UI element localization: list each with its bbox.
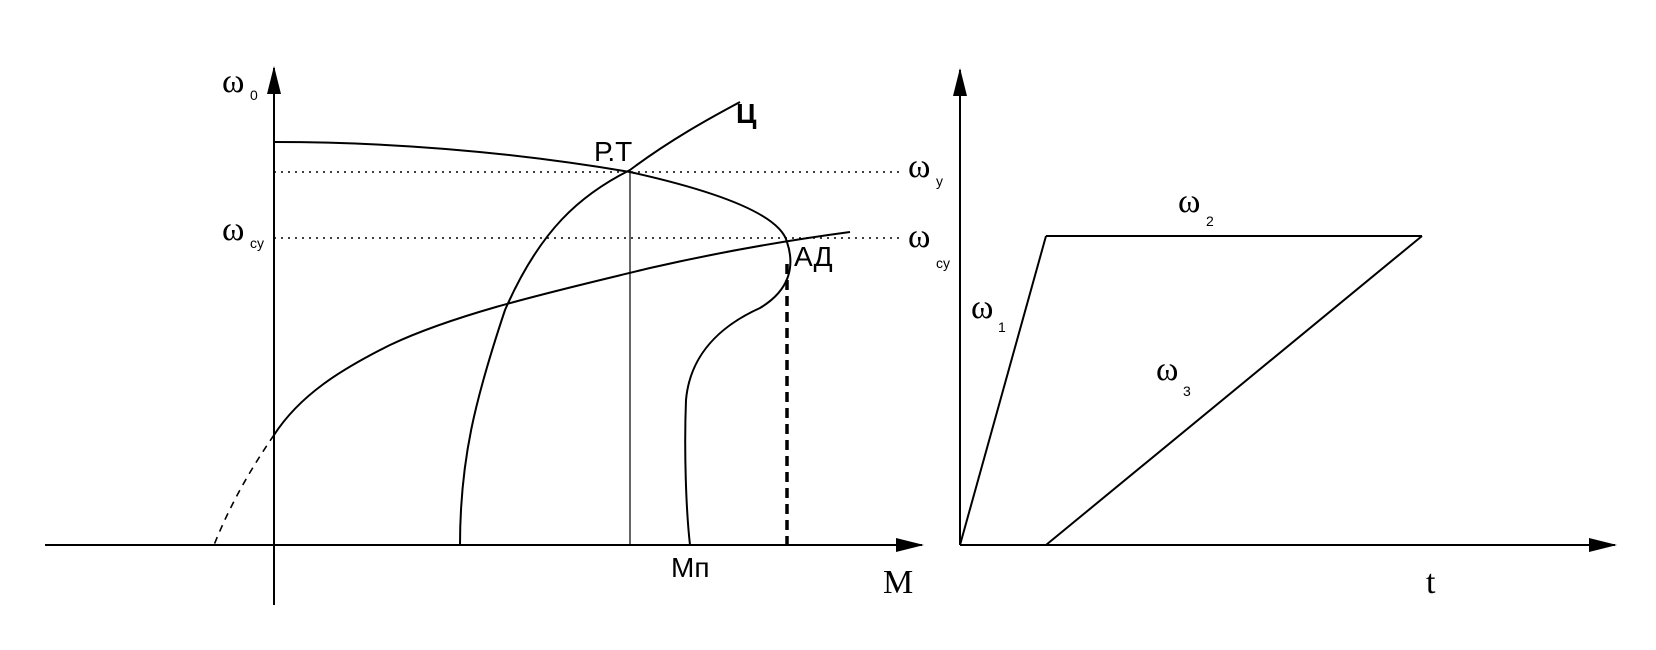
left-level-subscript-w-cy: су: [250, 235, 264, 251]
left-plot: ω 0 M ω су ω y ω су Ц Р.Т АД Мп: [45, 63, 950, 605]
y-axis-symbol-w0: ω: [222, 63, 244, 100]
motor-characteristic-curve: [273, 141, 792, 546]
x-axis-label-m: M: [883, 564, 913, 601]
label-w2-symbol: ω: [1178, 183, 1200, 220]
label-w3-symbol: ω: [1156, 351, 1178, 388]
label-motor: АД: [794, 241, 833, 272]
fan-characteristic-curve: [459, 101, 741, 546]
load-curve-extension: [213, 434, 275, 546]
right-level-symbol-w-y: ω: [908, 148, 930, 185]
label-w1-subscript: 1: [998, 319, 1006, 335]
label-w1-symbol: ω: [971, 289, 993, 326]
load-characteristic-curve: [273, 231, 851, 436]
label-w2-subscript: 2: [1206, 213, 1214, 229]
label-working-point: Р.Т: [594, 136, 632, 167]
label-fan-curve: Ц: [736, 98, 757, 129]
left-level-symbol-w-cy: ω: [222, 211, 244, 248]
x-axis-label-t: t: [1426, 564, 1436, 601]
right-level-symbol-w-cy: ω: [908, 218, 930, 255]
segment-w1-line: [959, 235, 1047, 546]
right-level-subscript-w-y: y: [936, 173, 943, 189]
right-plot: ω 1 ω 2 ω 3 t: [953, 68, 1617, 601]
segment-w3-line: [1045, 235, 1423, 546]
right-level-subscript-w-cy: су: [936, 255, 950, 271]
label-start-torque: Мп: [671, 552, 710, 583]
y-axis-subscript-w0: 0: [250, 87, 258, 103]
label-w3-subscript: 3: [1183, 383, 1191, 399]
